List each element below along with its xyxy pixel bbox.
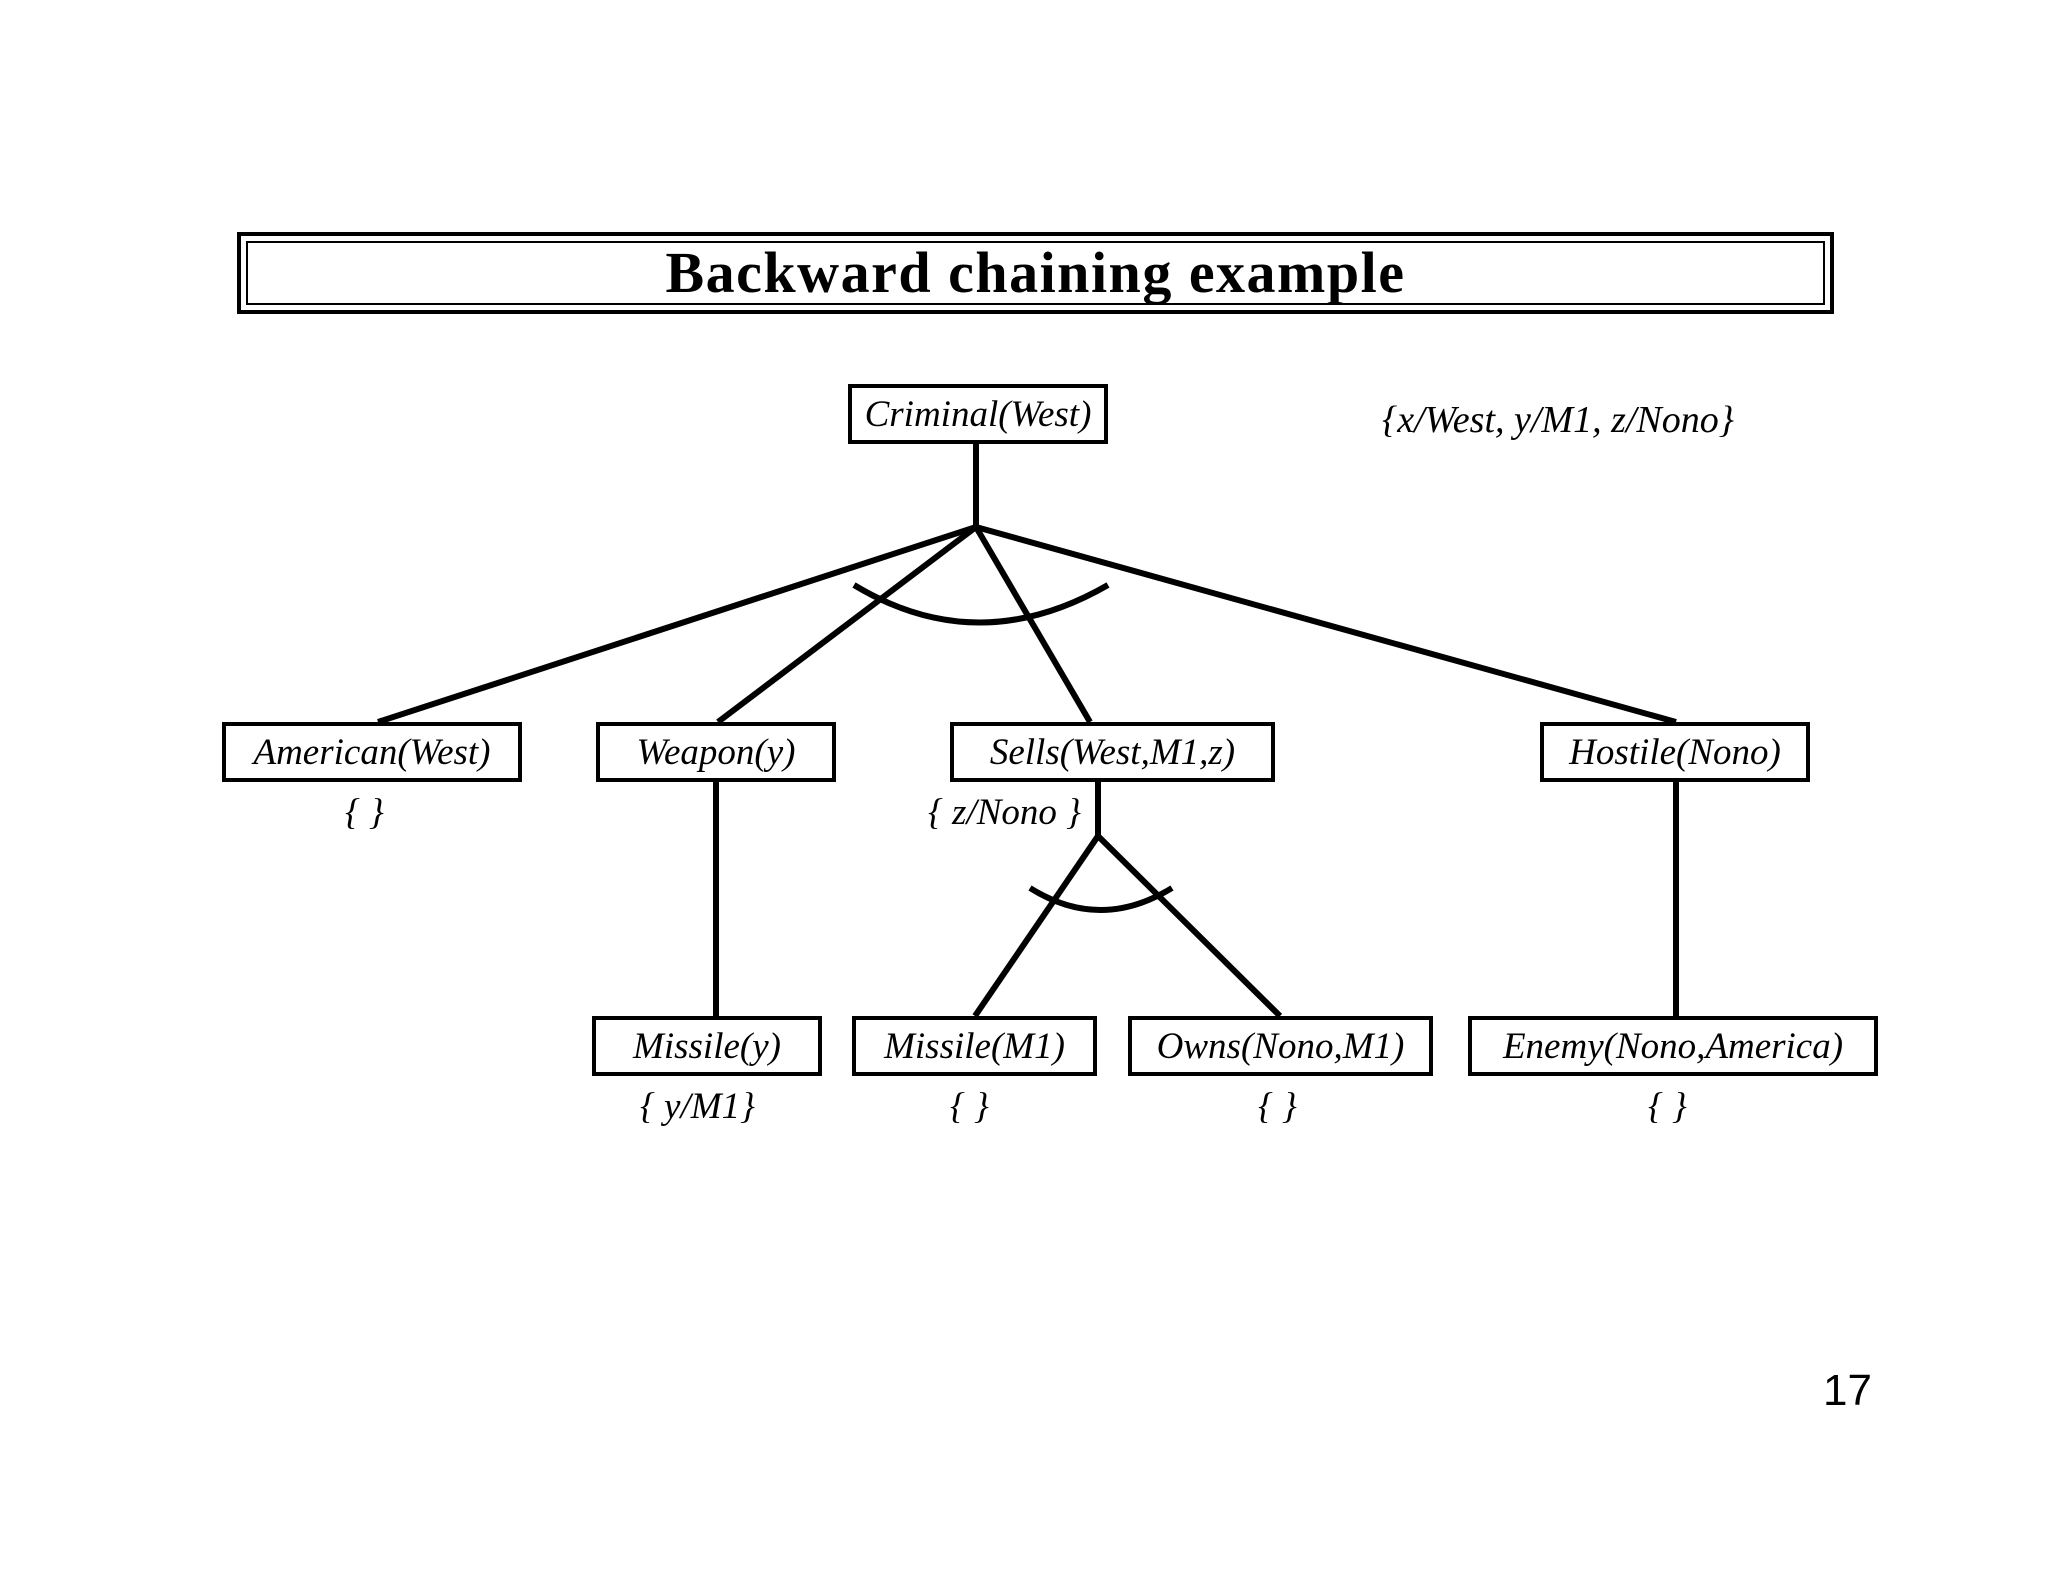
graph-node-weapon[interactable]: Weapon(y) — [596, 722, 836, 782]
substitution-enemy: { } — [1648, 1086, 1687, 1127]
graph-node-owns[interactable]: Owns(Nono,M1) — [1128, 1016, 1433, 1076]
slide-title-box: Backward chaining example — [237, 232, 1834, 314]
edge-sells-to-missile-m1 — [972, 834, 1101, 1018]
graph-node-weapon-label: Weapon(y) — [636, 731, 796, 773]
substitution-missile-m1: { } — [950, 1086, 989, 1127]
page-number: 17 — [1823, 1366, 1872, 1415]
graph-node-sells[interactable]: Sells(West,M1,z) — [950, 722, 1275, 782]
graph-node-missile-m1[interactable]: Missile(M1) — [852, 1016, 1097, 1076]
graph-node-owns-label: Owns(Nono,M1) — [1156, 1025, 1405, 1067]
substitution-missile-y: { y/M1} — [640, 1086, 755, 1127]
edge-criminal-to-weapon — [716, 524, 978, 725]
edge-criminal-to-hostile — [975, 524, 1677, 725]
graph-node-criminal[interactable]: Criminal(West) — [848, 384, 1108, 444]
and-arc-sells — [1028, 885, 1174, 913]
graph-node-american-label: American(West) — [253, 731, 491, 773]
edge-criminal-to-sells — [973, 525, 1093, 724]
page-title: Backward chaining example — [665, 240, 1406, 305]
graph-node-enemy[interactable]: Enemy(Nono,America) — [1468, 1016, 1878, 1076]
slide-title-inner-border: Backward chaining example — [246, 241, 1825, 305]
substitution-american: { } — [345, 792, 384, 833]
graph-node-criminal-label: Criminal(West) — [864, 393, 1092, 435]
graph-node-hostile[interactable]: Hostile(Nono) — [1540, 722, 1810, 782]
graph-node-missile-y[interactable]: Missile(y) — [592, 1016, 822, 1076]
graph-node-hostile-label: Hostile(Nono) — [1569, 731, 1781, 773]
edge-criminal-to-american — [377, 524, 977, 725]
substitution-owns: { } — [1258, 1086, 1297, 1127]
and-arc-criminal — [852, 582, 1110, 626]
graph-node-missile-m1-label: Missile(M1) — [884, 1025, 1065, 1067]
edge-sells-to-owns — [1095, 833, 1283, 1019]
root-substitution-label: {x/West, y/M1, z/Nono} — [1382, 399, 1734, 441]
graph-node-missile-y-label: Missile(y) — [633, 1025, 781, 1067]
graph-node-sells-label: Sells(West,M1,z) — [989, 731, 1236, 773]
graph-node-american[interactable]: American(West) — [222, 722, 522, 782]
graph-node-enemy-label: Enemy(Nono,America) — [1502, 1025, 1844, 1067]
substitution-sells: { z/Nono } — [928, 792, 1081, 833]
